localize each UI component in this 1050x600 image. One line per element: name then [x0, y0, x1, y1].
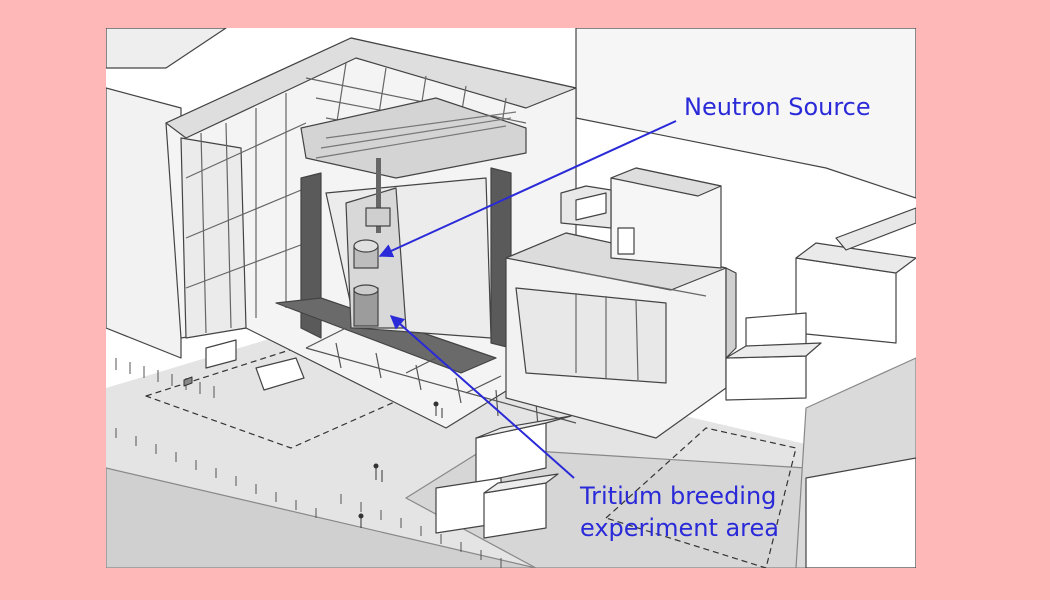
main-building: [165, 37, 577, 429]
tritium-area-label: Tritium breeding experiment area: [580, 480, 779, 544]
tritium-area-arrow: [389, 315, 575, 479]
neutron-source-label: Neutron Source: [684, 93, 871, 121]
room-partitions: [305, 327, 577, 427]
annex-building: [505, 167, 737, 439]
tritium-label-line-2: experiment area: [580, 514, 779, 542]
facility-drawing: [106, 28, 916, 568]
people-figures-icon: [183, 376, 443, 528]
tritium-label-line-1: Tritium breeding: [580, 482, 777, 510]
neutron-source-apparatus: [353, 158, 391, 327]
diagram-frame: Neutron Source Tritium breeding experime…: [106, 28, 916, 568]
neutron-source-arrow: [378, 120, 677, 258]
